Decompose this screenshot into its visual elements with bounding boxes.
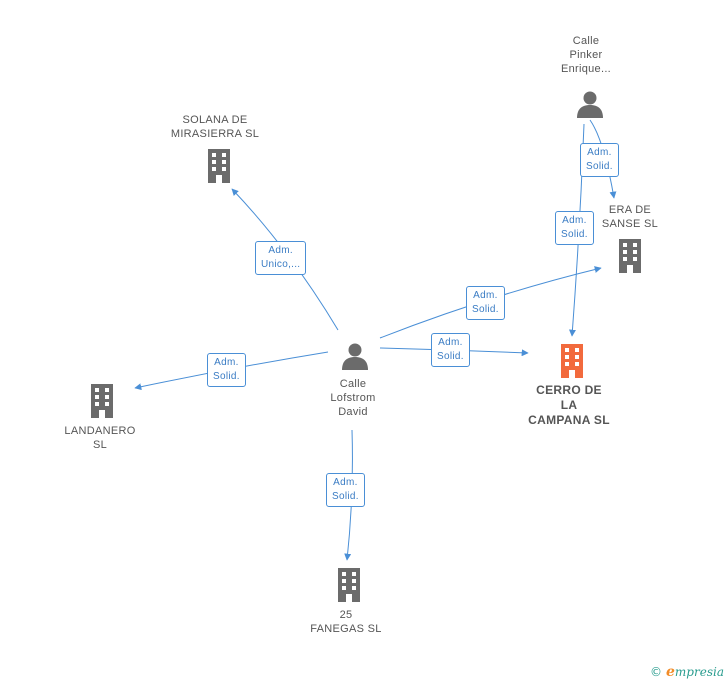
brand-logo-initial: e: [666, 664, 675, 680]
brand-logo-text: mpresia: [674, 665, 724, 679]
brand-footer: © empresia: [650, 664, 724, 680]
person-icon[interactable]: [575, 89, 605, 119]
node-label-fanegas[interactable]: 25 FANEGAS SL: [310, 609, 382, 635]
edge-label-lofstrom-era[interactable]: Adm. Solid.: [466, 286, 505, 320]
edge-label-pinker-era[interactable]: Adm. Solid.: [580, 143, 619, 177]
edge-label-lofstrom-fanegas[interactable]: Adm. Solid.: [326, 473, 365, 507]
building-icon[interactable]: [204, 149, 234, 183]
node-label-era-de[interactable]: ERA DE SANSE SL: [601, 204, 659, 230]
node-label-landanero[interactable]: LANDANERO SL: [64, 425, 136, 451]
copyright-icon: ©: [650, 665, 662, 679]
node-label-calle-lofstrom[interactable]: Calle Lofstrom David: [330, 378, 376, 418]
person-icon[interactable]: [340, 341, 370, 371]
building-icon[interactable]: [87, 384, 117, 418]
building-icon[interactable]: [615, 239, 645, 273]
node-label-solana[interactable]: SOLANA DE MIRASIERRA SL: [170, 114, 260, 140]
node-label-calle-pinker[interactable]: Calle Pinker Enrique...: [560, 35, 612, 75]
main-company-building-icon[interactable]: [557, 344, 587, 378]
building-icon[interactable]: [334, 568, 364, 602]
node-label-cerro[interactable]: CERRO DE LA CAMPANA SL: [528, 383, 610, 427]
edge-label-pinker-cerro[interactable]: Adm. Solid.: [555, 211, 594, 245]
edge-label-lofstrom-cerro[interactable]: Adm. Solid.: [431, 333, 470, 367]
edge-label-lofstrom-landanero[interactable]: Adm. Solid.: [207, 353, 246, 387]
edge-label-lofstrom-solana[interactable]: Adm. Unico,...: [255, 241, 307, 275]
